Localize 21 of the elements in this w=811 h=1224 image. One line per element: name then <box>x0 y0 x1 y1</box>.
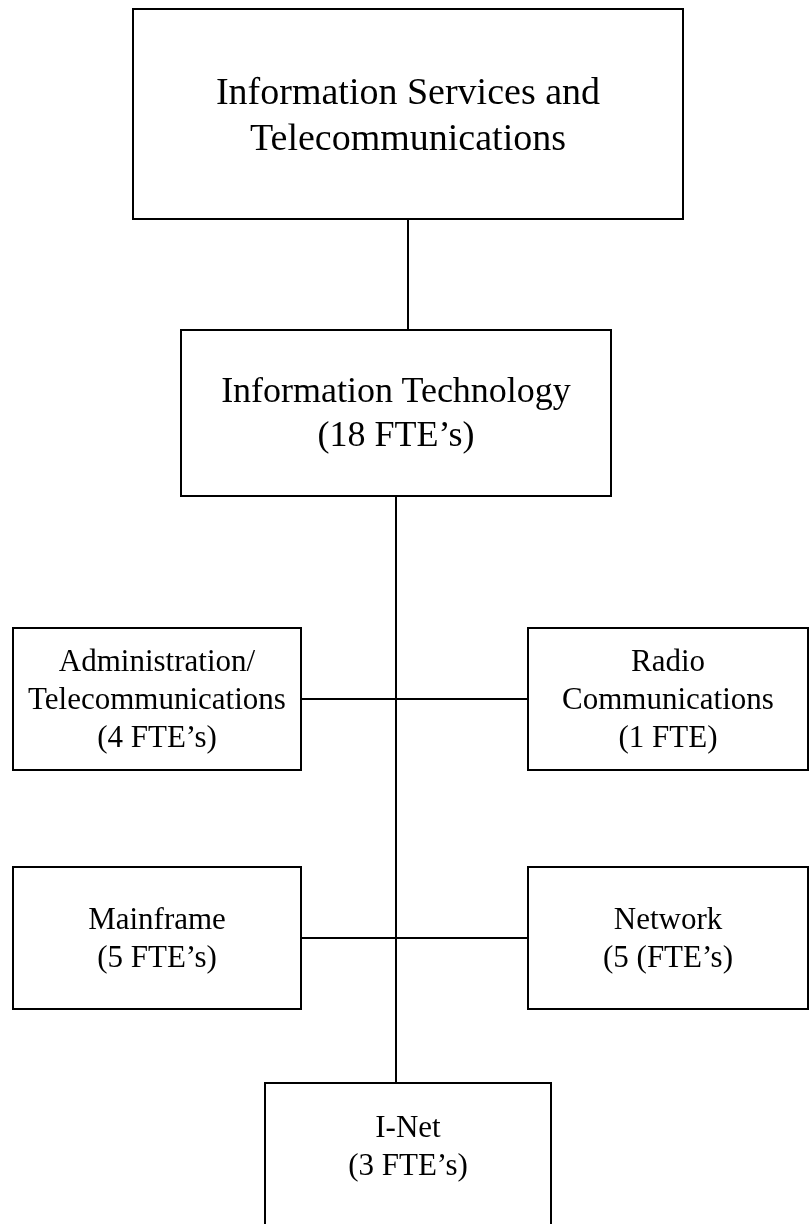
org-unit-box <box>12 627 302 771</box>
unit-name: Mainframe <box>88 900 226 938</box>
org-unit-box <box>527 866 809 1010</box>
staff-count: (1 FTE) <box>618 717 718 756</box>
staff-count: (4 FTE’s) <box>97 717 217 756</box>
org-unit-box <box>180 329 612 497</box>
unit-name: Information Technology <box>221 369 571 413</box>
staff-count: (5 (FTE’s) <box>603 938 733 976</box>
org-unit-box <box>527 627 809 771</box>
org-unit-box <box>264 1082 552 1224</box>
org-unit-box <box>132 8 684 220</box>
staff-count: (18 FTE’s) <box>317 413 475 456</box>
unit-name: Administration/ Telecommunications <box>27 642 287 718</box>
staff-count: (3 FTE’s) <box>348 1145 468 1184</box>
org-unit-box <box>12 866 302 1010</box>
unit-name: I-Net <box>375 1108 441 1146</box>
staff-count: (5 FTE’s) <box>97 938 217 976</box>
unit-name: Information Services and Telecommunications <box>214 68 602 160</box>
unit-name: Network <box>613 900 723 938</box>
connector-line <box>407 219 409 330</box>
unit-name: Radio Communications <box>561 642 775 718</box>
